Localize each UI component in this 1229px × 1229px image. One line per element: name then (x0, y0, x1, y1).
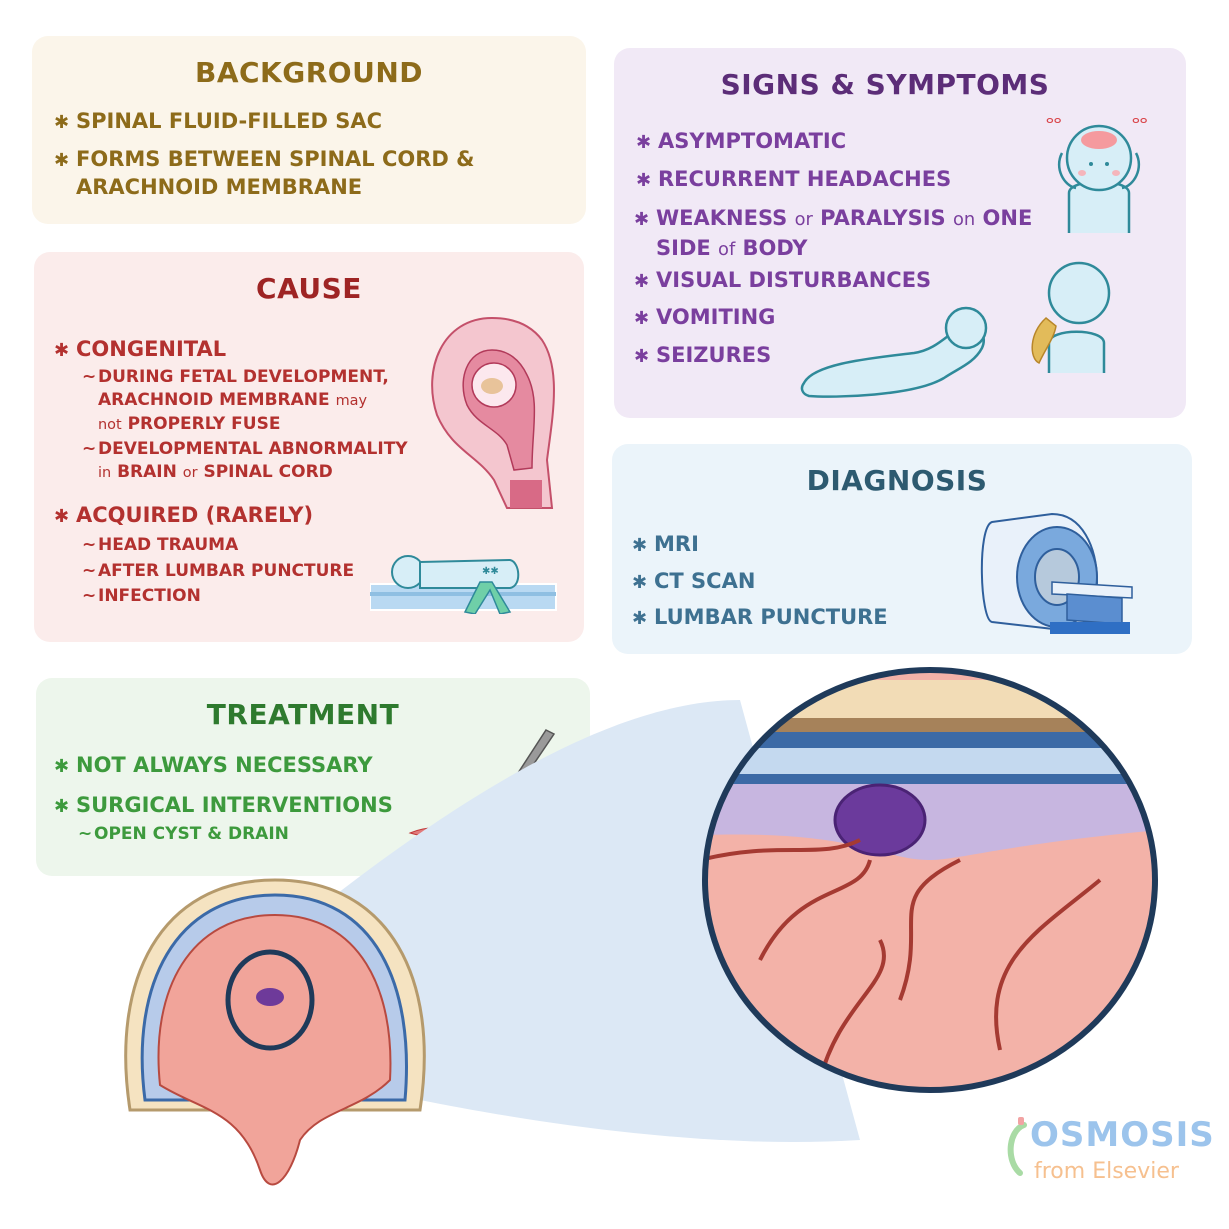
signs-symptoms-card: SIGNS & SYMPTOMS ✱ASYMPTOMATIC ✱RECURREN… (614, 48, 1186, 418)
signs-item: ✱RECURRENT HEADACHES (636, 166, 951, 194)
magnifier-ring-large (702, 667, 1158, 1093)
asterisk-icon: ✱ (54, 340, 70, 361)
asterisk-icon: ✱ (632, 535, 648, 556)
cause-acquired-list: ~HEAD TRAUMA ~AFTER LUMBAR PUNCTURE ~INF… (82, 535, 355, 606)
asterisk-icon: ✱ (54, 112, 70, 133)
lumbar-puncture-patient-illustration: ✱✱ (370, 555, 557, 614)
diagnosis-card: DIAGNOSIS ✱ MRI ✱ CT SCAN ✱ LUMBAR PUNCTURE (612, 444, 1192, 654)
background-card: BACKGROUND ✱SPINAL FLUID-FILLED SAC ✱FOR… (32, 36, 586, 224)
asterisk-icon: ✱ (54, 150, 70, 171)
mri-scanner-illustration (980, 512, 1133, 634)
background-item: ✱FORMS BETWEEN SPINAL CORD & ARACHNOID M… (54, 147, 475, 199)
background-title: BACKGROUND (194, 56, 423, 89)
asterisk-icon: ✱ (634, 308, 650, 329)
signs-title: SIGNS & SYMPTOMS (720, 68, 1050, 101)
tilde-icon: ~ (82, 439, 97, 459)
cause-item-congenital: ✱CONGENITAL (54, 336, 226, 364)
asterisk-icon: ✱ (54, 756, 70, 777)
vomiting-figure-illustration (1031, 261, 1111, 373)
treatment-title: TREATMENT (206, 698, 400, 731)
signs-item: ✱VOMITING (634, 304, 775, 332)
logo-wordmark: OSMOSIS (1030, 1115, 1215, 1155)
asterisk-icon: ✱ (632, 571, 648, 593)
asterisk-icon: ✱ (54, 796, 70, 817)
diagnosis-item: LUMBAR PUNCTURE (654, 605, 888, 629)
asterisk-icon: ✱ (634, 346, 650, 367)
asterisk-icon: ✱ (632, 608, 648, 629)
diagnosis-item: CT SCAN (654, 568, 756, 593)
cause-card: CAUSE ✱CONGENITAL ~DURING FETAL DEVELOPM… (34, 252, 584, 642)
tilde-icon: ~ (78, 824, 93, 844)
treatment-item: ✱SURGICAL INTERVENTIONS (54, 792, 393, 820)
signs-item: ✱WEAKNESS or PARALYSIS on ONE SIDE of BO… (634, 206, 1033, 260)
diagnosis-list: ✱ MRI ✱ CT SCAN ✱ LUMBAR PUNCTURE (632, 527, 888, 637)
diagnosis-item: MRI (654, 532, 699, 556)
svg-text:ⴰⴰ: ⴰⴰ (1132, 112, 1148, 126)
seizure-figure-illustration (800, 306, 988, 398)
treatment-item: ✱NOT ALWAYS NECESSARY (54, 752, 373, 780)
headache-figure-illustration: ⴰⴰ ⴰⴰ (1046, 112, 1148, 233)
logo-mark-icon (1007, 1117, 1027, 1176)
signs-item: ✱SEIZURES (634, 342, 771, 370)
tilde-icon: ~ (82, 367, 97, 387)
background-item: ✱SPINAL FLUID-FILLED SAC (54, 108, 382, 136)
diagnosis-title: DIAGNOSIS (806, 464, 988, 497)
signs-item: ✱ASYMPTOMATIC (636, 128, 846, 156)
treatment-subitem: ~OPEN CYST & DRAIN (78, 824, 289, 844)
cause-item-acquired: ✱ACQUIRED (RARELY) (54, 502, 313, 530)
cause-subitem: ~DURING FETAL DEVELOPMENT, ARACHNOID MEM… (82, 367, 389, 434)
asterisk-icon: ✱ (634, 209, 650, 230)
svg-text:ⴰⴰ: ⴰⴰ (1046, 112, 1062, 126)
asterisk-icon: ✱ (634, 271, 650, 292)
asterisk-icon: ✱ (636, 170, 652, 191)
asterisk-icon: ✱ (636, 132, 652, 153)
uterus-illustration (431, 316, 555, 509)
signs-item: ✱VISUAL DISTURBANCES (634, 267, 931, 295)
brain-cross-section-illustration (124, 667, 1158, 1186)
cause-subitem: ~DEVELOPMENTAL ABNORMALITY in BRAIN or S… (82, 439, 408, 482)
asterisk-icon: ✱ (54, 506, 70, 527)
cyst-large (833, 783, 927, 857)
logo-subtitle: from Elsevier (1034, 1159, 1179, 1184)
svg-text:✱✱: ✱✱ (482, 566, 499, 577)
magnifier-ring-small (225, 949, 315, 1051)
cause-title: CAUSE (256, 272, 362, 305)
cyst-small (256, 988, 284, 1006)
